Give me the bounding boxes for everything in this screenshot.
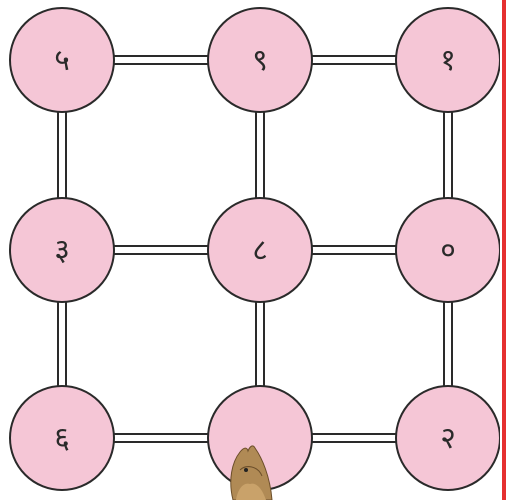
page-border-line: [502, 0, 506, 500]
node-circle: [395, 385, 500, 491]
grid-node[interactable]: ०: [395, 197, 500, 303]
squirrel-token[interactable]: [230, 445, 273, 500]
node-circle: [207, 197, 313, 303]
grid-node[interactable]: ८: [207, 197, 313, 303]
node-label: ८: [252, 233, 268, 268]
grid-node[interactable]: ६: [9, 385, 115, 491]
node-circle: [395, 197, 500, 303]
grid-node[interactable]: ९: [207, 7, 313, 113]
grid-node[interactable]: १: [395, 7, 500, 113]
node-label: १: [440, 43, 456, 78]
node-label: ९: [252, 43, 268, 78]
node-label: ३: [54, 233, 70, 268]
node-label: ५: [54, 43, 70, 78]
grid-node[interactable]: २: [395, 385, 500, 491]
node-circle: [9, 385, 115, 491]
node-circle: [9, 197, 115, 303]
grid-nodes: ५ ९ १ ३ ८ ० ६ २: [9, 7, 500, 491]
node-circle: [207, 7, 313, 113]
node-circle: [9, 7, 115, 113]
squirrel-icon: [230, 445, 273, 500]
node-label: २: [440, 421, 456, 456]
grid-node[interactable]: ३: [9, 197, 115, 303]
node-circle: [395, 7, 500, 113]
node-label: ०: [440, 233, 456, 268]
node-label: ६: [54, 421, 70, 456]
grid-node[interactable]: ५: [9, 7, 115, 113]
